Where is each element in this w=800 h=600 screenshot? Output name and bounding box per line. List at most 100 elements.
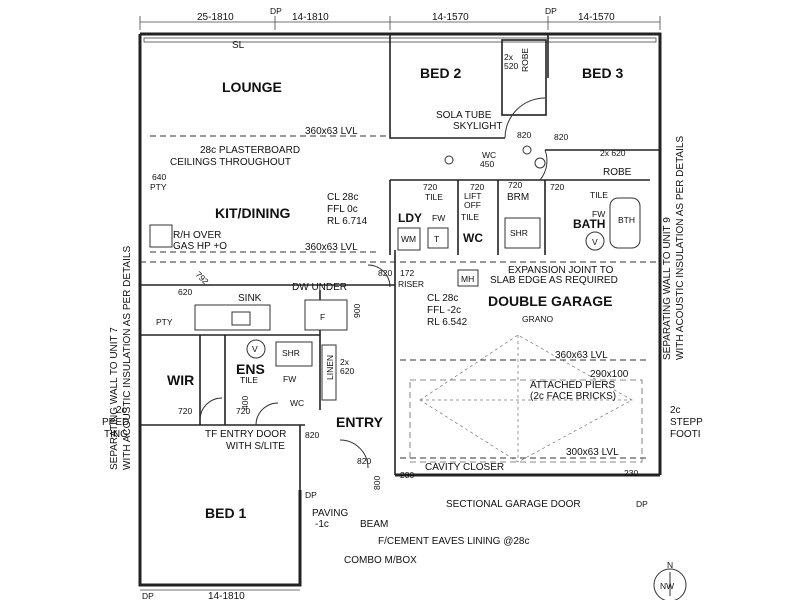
top-dimension-line: 25-1810 DP 14-1810 14-1570 DP 14-1570 <box>139 6 661 30</box>
note-plasterboard-1: 28c PLASTERBOARD <box>200 145 300 156</box>
note-lvl-kit: 360x63 LVL <box>305 242 358 253</box>
room-wc: WC <box>463 231 483 245</box>
note-800: 800 <box>372 476 382 490</box>
note-linen: LINEN <box>325 355 335 380</box>
note-lvl-garage: 360x63 LVL <box>555 350 608 361</box>
note-piers-1: ATTACHED PIERS <box>530 380 616 391</box>
room-wir: WIR <box>167 372 194 388</box>
note-ffl-0c: FFL 0c <box>327 204 358 215</box>
note-left-margin-2: PPED <box>102 417 129 428</box>
note-gas-hp: GAS HP +O <box>173 241 227 252</box>
note-rl-6714: RL 6.714 <box>327 216 368 227</box>
note-left-margin-1: 2c <box>116 405 127 416</box>
room-bed2: BED 2 <box>420 65 461 81</box>
note-wc-ens: WC <box>290 398 304 408</box>
note-820-entry: 820 <box>305 430 319 440</box>
note-720-bath: 720 <box>550 182 564 192</box>
door-swings <box>199 97 548 469</box>
lvl-lines <box>140 135 660 459</box>
note-wm: WM <box>401 234 416 244</box>
note-wc-450: 450 <box>480 159 494 169</box>
note-sl: SL <box>232 40 245 51</box>
note-expansion-2: SLAB EDGE AS REQUIRED <box>490 275 618 286</box>
note-792: 792 <box>194 269 211 286</box>
room-ldy: LDY <box>398 211 422 225</box>
room-kit-dining: KIT/DINING <box>215 205 291 221</box>
note-ffl-garage: FFL -2c <box>427 305 461 316</box>
note-rh-over: R/H OVER <box>173 230 221 241</box>
dim-top-dp-2: DP <box>545 6 557 16</box>
note-left-margin-3: TING <box>104 429 128 440</box>
note-cl-garage: CL 28c <box>427 293 458 304</box>
note-cavity-closer: CAVITY CLOSER <box>425 462 504 473</box>
note-skylight: SKYLIGHT <box>453 121 502 132</box>
note-dp-entry: DP <box>305 490 317 500</box>
room-bed3: BED 3 <box>582 65 623 81</box>
garage-roof-hatch <box>409 334 643 463</box>
dim-top-dp-1: DP <box>270 6 282 16</box>
room-entry: ENTRY <box>336 414 384 430</box>
note-400: 400 <box>240 396 250 410</box>
note-right-wall-1: SEPARATING WALL TO UNIT 9 <box>662 217 673 360</box>
bottom-dimension-line: DP 14-1810 <box>140 589 300 600</box>
note-lvl-300: 300x63 LVL <box>566 447 619 458</box>
note-230-right: 230 <box>624 468 638 478</box>
note-shr: SHR <box>510 228 528 238</box>
note-wc: WC <box>482 150 496 160</box>
note-plasterboard-2: CEILINGS THROUGHOUT <box>170 157 291 168</box>
note-900: 900 <box>352 304 362 318</box>
note-720-ldy: 720 <box>423 182 437 192</box>
dim-bottom-dp: DP <box>142 591 154 600</box>
note-expansion-1: EXPANSION JOINT TO <box>508 265 614 276</box>
note-720-wir: 720 <box>178 406 192 416</box>
note-dp-garage: DP <box>636 499 648 509</box>
note-robe2: ROBE <box>603 167 632 178</box>
note-172: 172 <box>400 268 414 278</box>
note-fw-bath: FW <box>592 209 605 219</box>
note-grano: GRANO <box>522 314 554 324</box>
room-bath: BATH <box>573 217 605 231</box>
dim-top-4: 14-1570 <box>578 12 615 23</box>
note-tile-bath: TILE <box>590 190 608 200</box>
note-tile-wc: TILE <box>461 212 479 222</box>
note-combo: COMBO M/BOX <box>344 555 417 566</box>
note-fcement: F/CEMENT EAVES LINING @28c <box>378 536 529 547</box>
note-shr-ens: SHR <box>282 348 300 358</box>
note-pty: PTY <box>150 182 167 192</box>
note-820-bed3: 820 <box>554 132 568 142</box>
north-arrow-n-label: N <box>667 560 673 570</box>
room-bed1: BED 1 <box>205 505 246 521</box>
note-tf-entry-1: TF ENTRY DOOR <box>205 429 286 440</box>
note-riser: RISER <box>398 279 424 289</box>
note-robe-2x620: 2x 620 <box>600 148 626 158</box>
note-left-wall-1: SEPARATING WALL TO UNIT 7 <box>109 327 120 470</box>
note-tile-ldy: TILE <box>425 192 443 202</box>
dim-top-1: 25-1810 <box>197 12 234 23</box>
note-720-wc: 720 <box>470 182 484 192</box>
note-720-brm: 720 <box>508 180 522 190</box>
room-double-garage: DOUBLE GARAGE <box>488 293 612 309</box>
note-tile-ens: TILE <box>240 375 258 385</box>
note-sink: SINK <box>238 293 262 304</box>
note-820-riser: 820 <box>378 268 392 278</box>
note-sectional: SECTIONAL GARAGE DOOR <box>446 499 581 510</box>
note-fw-ldy: FW <box>432 213 445 223</box>
note-left-wall-2: WITH ACOUSTIC INSULATION AS PER DETAILS <box>122 246 133 470</box>
note-lvl-top: 360x63 LVL <box>305 126 358 137</box>
note-230-left: 230 <box>400 470 414 480</box>
room-brm: BRM <box>507 192 529 203</box>
note-off: OFF <box>464 200 481 210</box>
note-paving-1: PAVING <box>312 508 349 519</box>
note-v-bath: V <box>592 237 598 247</box>
note-fw-ens: FW <box>283 374 296 384</box>
dim-top-3: 14-1570 <box>432 12 469 23</box>
room-lounge: LOUNGE <box>222 79 282 95</box>
north-arrow-nw-label: NW <box>660 581 674 591</box>
dim-bottom-1: 14-1810 <box>208 591 245 600</box>
note-piers-dim: 290x100 <box>590 369 629 380</box>
interior-walls <box>140 34 660 490</box>
north-arrow: NW N <box>653 560 687 600</box>
